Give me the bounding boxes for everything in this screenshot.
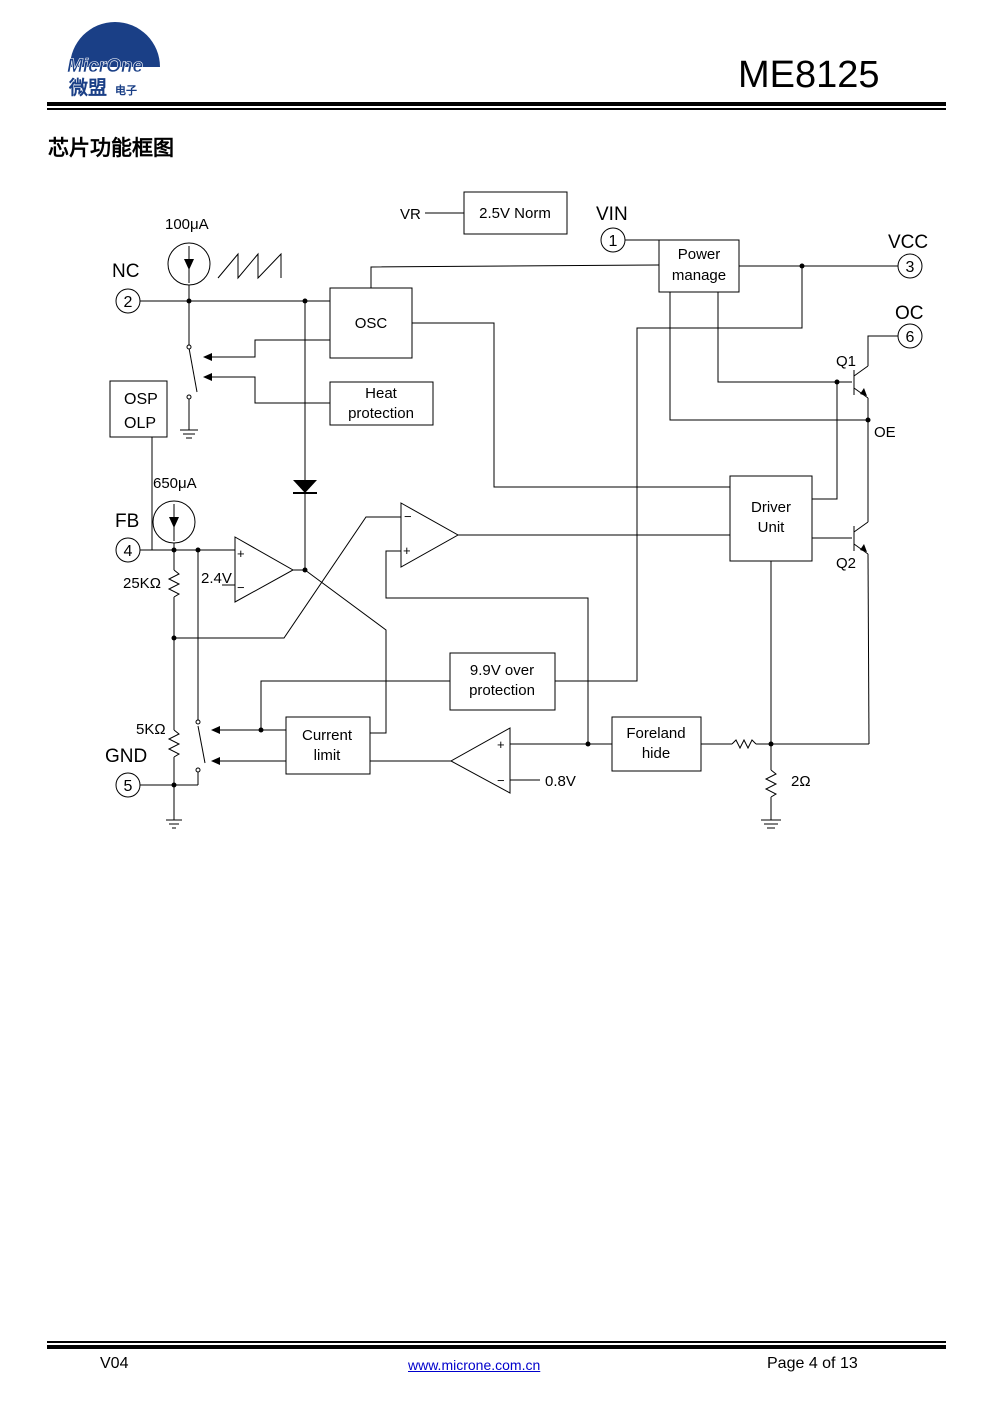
osp-label: OSP — [124, 391, 158, 408]
pin6-number: 6 — [906, 329, 915, 346]
footer-version: V04 — [100, 1355, 129, 1372]
footer-rule-thin — [47, 1341, 946, 1343]
gnd-label: GND — [105, 746, 147, 767]
q1-label: Q1 — [836, 353, 856, 370]
olp-label: OLP — [124, 415, 156, 432]
nc-label: NC — [112, 261, 139, 282]
cl-label-2: limit — [314, 747, 341, 764]
oc-label: OC — [895, 303, 924, 324]
ovp-label-2: protection — [469, 682, 535, 699]
footer-website-link[interactable]: www.microne.com.cn — [408, 1357, 541, 1373]
vin-label: VIN — [596, 204, 628, 225]
arrow-icon — [211, 757, 220, 765]
current-limit-box — [285, 716, 371, 775]
logo-text: MicrOne — [67, 56, 143, 77]
power-label-1: Power — [678, 246, 721, 263]
vcc-label: VCC — [888, 232, 928, 253]
pin2-number: 2 — [124, 294, 133, 311]
oe-label: OE — [874, 424, 896, 441]
driver-label-2: Unit — [758, 519, 786, 536]
norm-label: 2.5V Norm — [479, 205, 551, 222]
current-650ua-label: 650μA — [153, 475, 197, 492]
pin6-circle — [897, 323, 923, 349]
header-rule — [47, 102, 946, 106]
comp2-minus: − — [404, 509, 412, 524]
r5k-label: 5KΩ — [136, 721, 166, 738]
r25k-label: 25KΩ — [123, 575, 161, 592]
current-source-arrow-icon — [184, 259, 194, 270]
heat-label-2: protection — [348, 405, 414, 422]
pin2-circle — [115, 288, 141, 314]
cl-label-1: Current — [302, 727, 353, 744]
footer-rule — [47, 1345, 946, 1349]
comp1-minus: − — [237, 580, 245, 595]
arrow-icon — [203, 353, 212, 361]
microne-logo: MicrOne 微盟 电子 — [67, 22, 160, 99]
fh-label-2: hide — [642, 745, 670, 762]
driver-label-1: Driver — [751, 499, 791, 516]
arrow-icon — [211, 726, 220, 734]
footer-page-number: Page 4 of 13 — [767, 1355, 858, 1372]
osc-label: OSC — [355, 315, 388, 332]
comp2-plus: + — [403, 543, 411, 558]
fh-label-1: Foreland — [626, 725, 685, 742]
pin4-circle — [115, 537, 141, 563]
pin5-number: 5 — [124, 778, 133, 795]
power-label-2: manage — [672, 267, 726, 284]
fb-label: FB — [115, 511, 139, 532]
comp3-plus: + — [497, 737, 505, 752]
ref-2v4-label: 2.4V — [201, 570, 232, 587]
header-rule-thin — [47, 108, 946, 110]
diode-bar-icon — [293, 492, 317, 494]
comp3-minus: − — [497, 773, 505, 788]
logo-cn: 微盟 — [68, 76, 107, 99]
section-title: 芯片功能框图 — [48, 136, 174, 160]
emitter-arrow-icon — [860, 388, 867, 396]
current-100ua-label: 100μA — [165, 216, 209, 233]
pin5-circle — [115, 772, 141, 798]
part-number: ME8125 — [738, 54, 880, 96]
r2-label: 2Ω — [791, 773, 811, 790]
arrow-icon — [203, 373, 212, 381]
heat-label-1: Heat — [365, 385, 398, 402]
osp-olp-box — [109, 380, 168, 438]
logo-cn-small: 电子 — [115, 83, 137, 97]
pin4-number: 4 — [124, 543, 133, 560]
emitter-arrow-icon — [860, 544, 867, 552]
functional-block-diagram: 2.5V Norm Power manage OSC Heat protecti… — [105, 191, 928, 829]
pin3-circle — [897, 253, 923, 279]
ovp-label-1: 9.9V over — [470, 662, 534, 679]
vr-label: VR — [400, 206, 421, 223]
ref-0v8-label: 0.8V — [545, 773, 576, 790]
diode-icon — [293, 480, 317, 493]
pin1-number: 1 — [609, 233, 618, 250]
current-source-arrow-icon — [169, 517, 179, 528]
pin1-circle — [600, 227, 626, 253]
pin3-number: 3 — [906, 259, 915, 276]
q2-label: Q2 — [836, 555, 856, 572]
comp1-plus: + — [237, 546, 245, 561]
